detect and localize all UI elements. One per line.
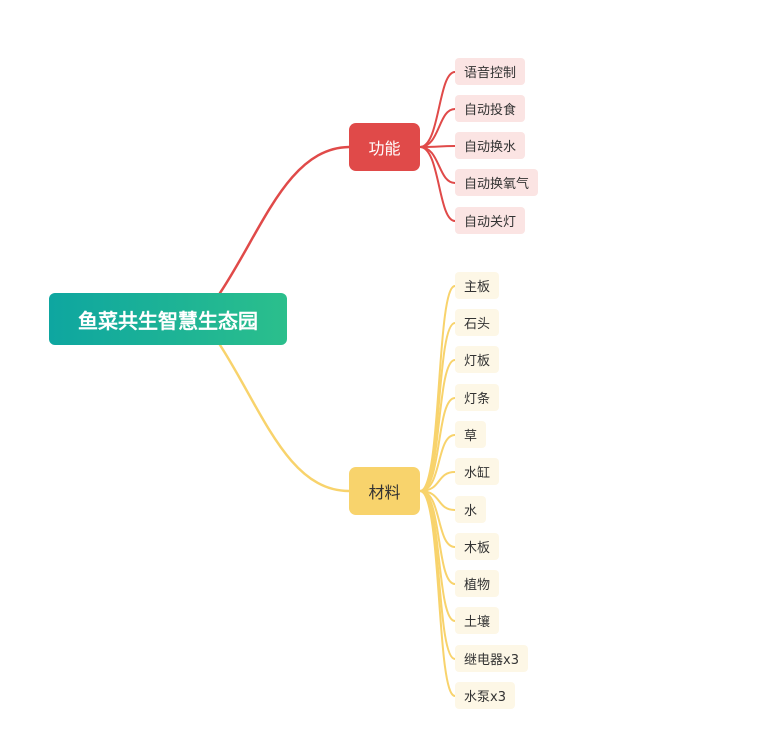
leaf-material-plants[interactable]: 植物 [455, 570, 500, 597]
link-root-materials [218, 343, 351, 493]
link-functions-leaf-4 [419, 146, 456, 222]
leaf-function-voice-control[interactable]: 语音控制 [455, 58, 526, 85]
link-materials-leaf-11 [419, 490, 456, 697]
leaf-material-stone[interactable]: 石头 [455, 309, 500, 336]
link-functions-leaf-0 [419, 71, 456, 148]
branch-functions[interactable]: 功能 [349, 123, 420, 171]
root-node[interactable]: 鱼菜共生智慧生态园 [49, 293, 287, 345]
link-materials-leaf-0 [419, 285, 456, 492]
link-functions-leaf-2 [419, 145, 456, 148]
leaf-material-water-pump[interactable]: 水泵x3 [455, 682, 515, 709]
link-materials-leaf-2 [419, 359, 456, 492]
link-root-functions [218, 145, 351, 295]
leaf-function-auto-feeding[interactable]: 自动投食 [455, 95, 526, 122]
link-materials-leaf-3 [419, 397, 456, 492]
leaf-material-grass[interactable]: 草 [455, 421, 487, 448]
leaf-function-auto-oxygen[interactable]: 自动换氧气 [455, 169, 539, 196]
leaf-material-mainboard[interactable]: 主板 [455, 272, 500, 299]
link-materials-leaf-4 [419, 434, 456, 492]
leaf-material-relay[interactable]: 继电器x3 [455, 645, 528, 672]
link-functions-leaf-1 [419, 108, 456, 148]
branch-materials[interactable]: 材料 [349, 467, 420, 515]
leaf-material-fish-tank[interactable]: 水缸 [455, 458, 500, 485]
leaf-material-wood-board[interactable]: 木板 [455, 533, 500, 560]
leaf-material-light-panel[interactable]: 灯板 [455, 346, 500, 373]
leaf-material-soil[interactable]: 土壤 [455, 607, 500, 634]
leaf-function-auto-water-change[interactable]: 自动换水 [455, 132, 526, 159]
leaf-function-auto-light-off[interactable]: 自动关灯 [455, 207, 526, 234]
leaf-material-light-strip[interactable]: 灯条 [455, 384, 500, 411]
leaf-material-water[interactable]: 水 [455, 496, 487, 523]
